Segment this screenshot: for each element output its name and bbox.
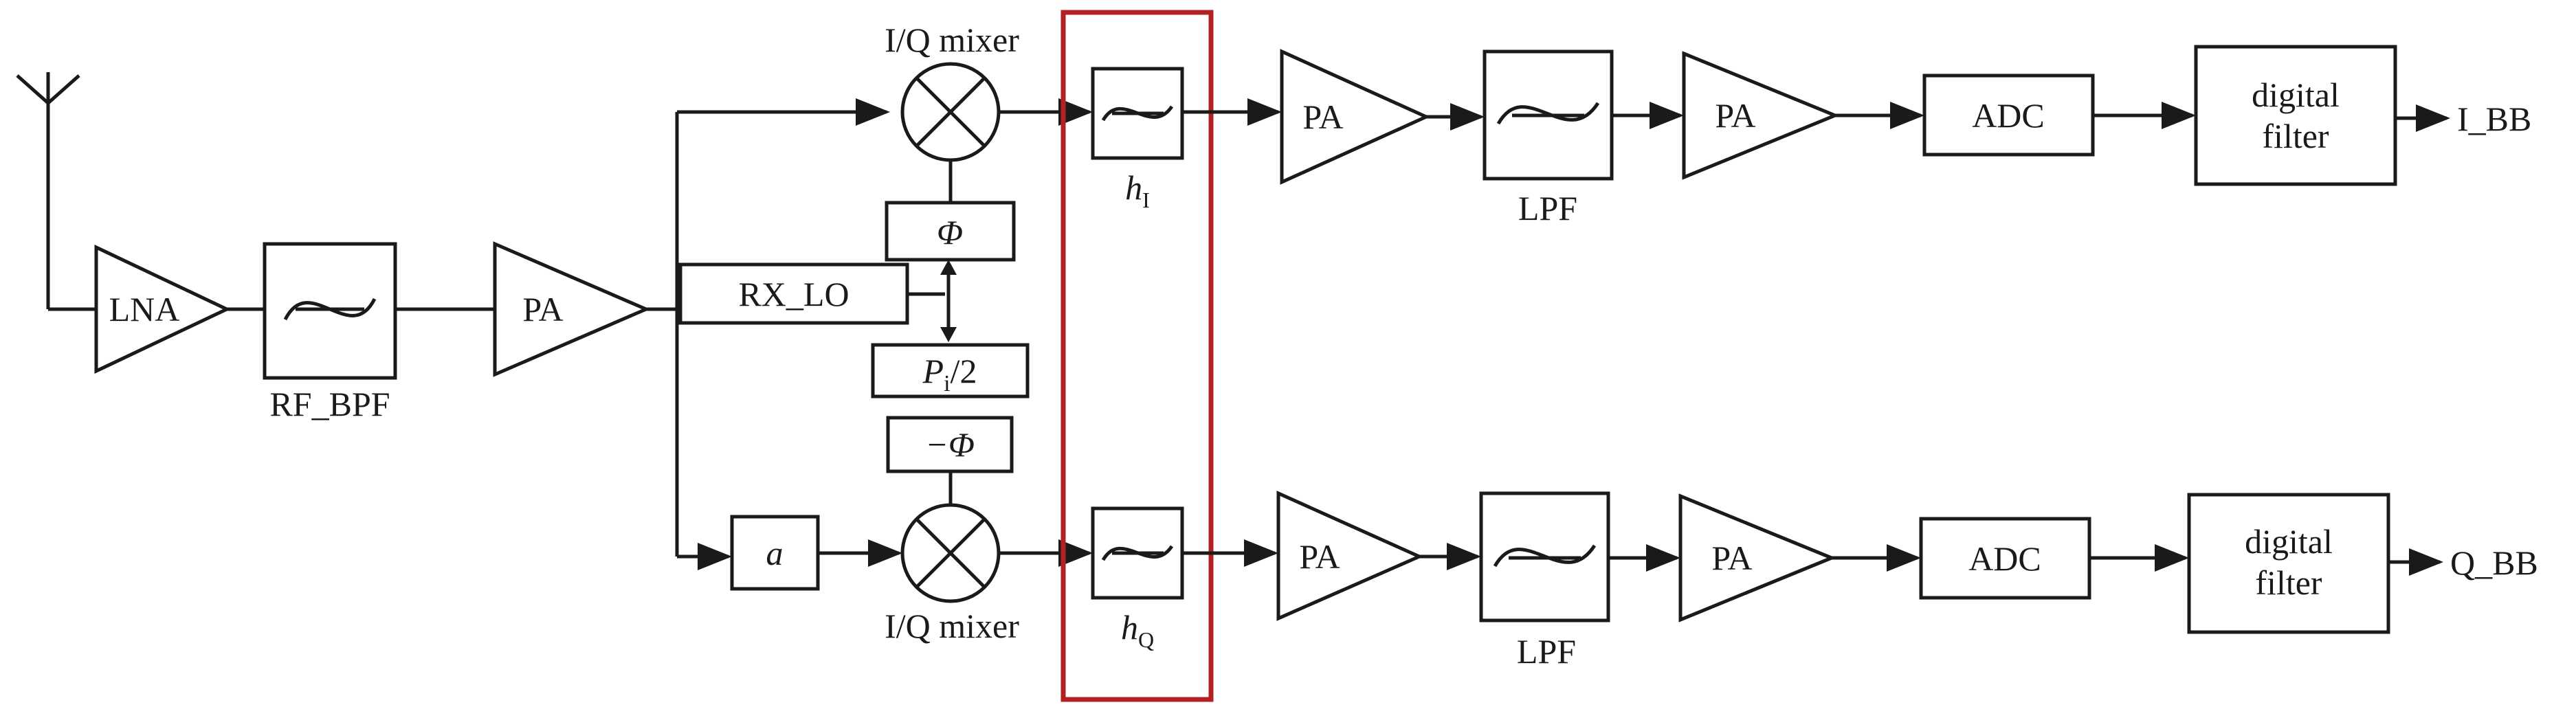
h-i-label: hI [1125, 168, 1150, 212]
pa-q2-label: PA [1711, 539, 1752, 577]
lna-label: LNA [109, 290, 180, 328]
lpf-i-label: LPF [1518, 189, 1577, 227]
lo-wiring [907, 260, 957, 342]
h-i-filter-symbol-icon [1101, 105, 1174, 122]
pa-q2 [1678, 493, 1836, 622]
phase-phi-block [885, 201, 1016, 262]
rx-lo-block [678, 262, 909, 325]
i-bb-output-label: I_BB [2457, 100, 2531, 138]
q-mixer-label: I/Q mixer [885, 607, 1019, 645]
pa-i1-label: PA [1302, 98, 1343, 136]
pa-i2 [1682, 51, 1840, 180]
lpf-i-symbol-icon [1496, 102, 1600, 125]
q-mixer-icon [900, 503, 1001, 603]
antenna-icon [16, 72, 96, 311]
rf-bpf-block [263, 242, 397, 380]
phase-neg-phi-label: −Φ [925, 425, 975, 464]
pi-half-label: Pi/2 [922, 352, 977, 396]
phase-phi-label: Φ [937, 213, 963, 251]
i-mixer-icon [900, 62, 1001, 162]
digital-filter-q-block [2187, 493, 2390, 634]
adc-i-label: ADC [1972, 96, 2045, 135]
h-q-filter-symbol-icon [1101, 545, 1174, 561]
highlight-box [1061, 10, 1214, 702]
adc-i-block [1922, 74, 2095, 157]
rf-bpf-label: RF_BPF [269, 385, 390, 423]
pa-front [493, 241, 651, 377]
digital-filter-i-block [2194, 45, 2397, 186]
lna-amplifier [94, 245, 231, 374]
i-mixer-label: I/Q mixer [885, 21, 1019, 59]
pa-i1 [1280, 49, 1431, 185]
h-q-label: hQ [1121, 608, 1154, 652]
lpf-q-symbol-icon [1493, 544, 1597, 568]
adc-q-label: ADC [1968, 539, 2041, 578]
pa-front-label: PA [522, 290, 563, 328]
q-bb-output-label: Q_BB [2450, 543, 2538, 582]
splitter-wiring [646, 98, 890, 570]
pa-q1-label: PA [1299, 537, 1340, 576]
pi-half-block [871, 343, 1030, 399]
pa-q1 [1276, 491, 1424, 621]
adc-q-block [1919, 517, 2091, 600]
rx-lo-label: RX_LO [738, 275, 849, 313]
lpf-q-label: LPF [1517, 632, 1576, 671]
filter-symbol-icon [283, 298, 377, 321]
gain-a-block [730, 515, 820, 591]
pa-i2-label: PA [1715, 96, 1755, 135]
gain-a-label: a [766, 534, 784, 572]
